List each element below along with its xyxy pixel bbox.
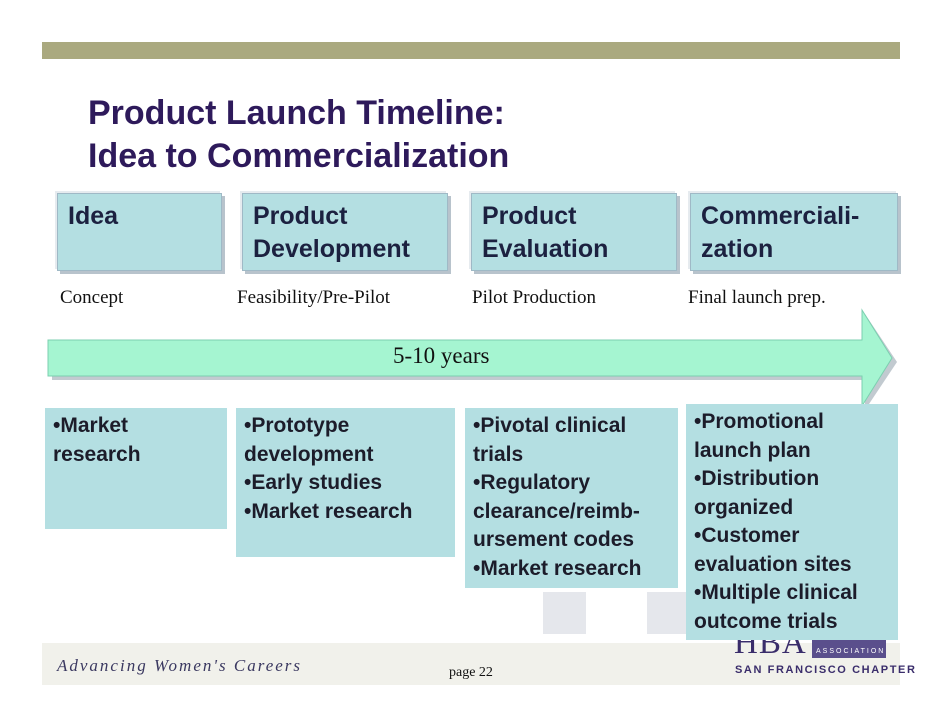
phase-box-commercialization: Commerciali- zation — [690, 193, 898, 271]
phase-box-idea: Idea — [57, 193, 222, 271]
page-number: page 22 — [449, 665, 493, 680]
phase-label-idea: Idea — [68, 202, 119, 230]
activity-line: •Market research — [473, 556, 642, 580]
activity-line: launch plan — [694, 438, 811, 462]
activity-line: trials — [473, 442, 524, 466]
stage-caption-pilot-production: Pilot Production — [472, 287, 597, 308]
activity-line: •Early studies — [244, 471, 383, 494]
slide-title: Product Launch Timeline: Idea to Commerc… — [88, 92, 509, 178]
activity-line: outcome trials — [694, 609, 838, 633]
title-line-1: Product Launch Timeline: — [88, 94, 505, 132]
activity-line: •Pivotal clinical — [473, 414, 627, 437]
activity-line: •Distribution — [694, 467, 820, 490]
phase-label-commercialization: Commerciali- zation — [701, 202, 860, 263]
activity-line: •Market — [53, 414, 129, 437]
stage-caption-feasibility: Feasibility/Pre-Pilot — [237, 287, 391, 308]
activity-line: organized — [694, 495, 794, 519]
timeline-arrow — [47, 308, 897, 410]
activity-line: evaluation sites — [694, 552, 852, 576]
activity-box-product-development: •Prototype development •Early studies •M… — [236, 408, 455, 557]
decorative-square — [647, 592, 690, 634]
activity-box-commercialization: •Promotional launch plan •Distribution o… — [686, 404, 898, 640]
phase-label-product-development: Product Development — [253, 202, 410, 263]
top-accent-bar — [42, 42, 900, 59]
footer-tagline: Advancing Women's Careers — [57, 656, 303, 675]
activity-box-product-evaluation: •Pivotal clinical trials •Regulatory cle… — [465, 408, 678, 588]
activity-line: •Multiple clinical — [694, 581, 858, 604]
timeline-duration: 5-10 years — [393, 343, 490, 368]
footer-band — [42, 643, 900, 685]
activity-line: clearance/reimb- — [473, 499, 640, 523]
activity-line: ursement codes — [473, 528, 635, 551]
activity-line: research — [53, 442, 141, 466]
activity-line: •Regulatory — [473, 471, 591, 494]
activity-line: •Market research — [244, 499, 413, 523]
title-line-2: Idea to Commercialization — [88, 137, 510, 175]
phase-label-product-evaluation: Product Evaluation — [482, 202, 609, 263]
phase-box-product-evaluation: Product Evaluation — [471, 193, 677, 271]
activity-line: •Prototype — [244, 414, 350, 437]
activity-line: development — [244, 442, 374, 466]
phase-box-product-development: Product Development — [242, 193, 448, 271]
decorative-square — [543, 592, 586, 634]
hba-logo-association: ASSOCIATION — [816, 648, 886, 655]
activity-line: •Promotional — [694, 410, 824, 433]
stage-caption-concept: Concept — [60, 287, 124, 308]
activity-box-idea: •Market research — [45, 408, 227, 529]
stage-caption-final-launch-prep: Final launch prep. — [688, 287, 826, 308]
activity-line: •Customer — [694, 524, 800, 547]
hba-logo-chapter: SAN FRANCISCO CHAPTER — [735, 664, 917, 676]
